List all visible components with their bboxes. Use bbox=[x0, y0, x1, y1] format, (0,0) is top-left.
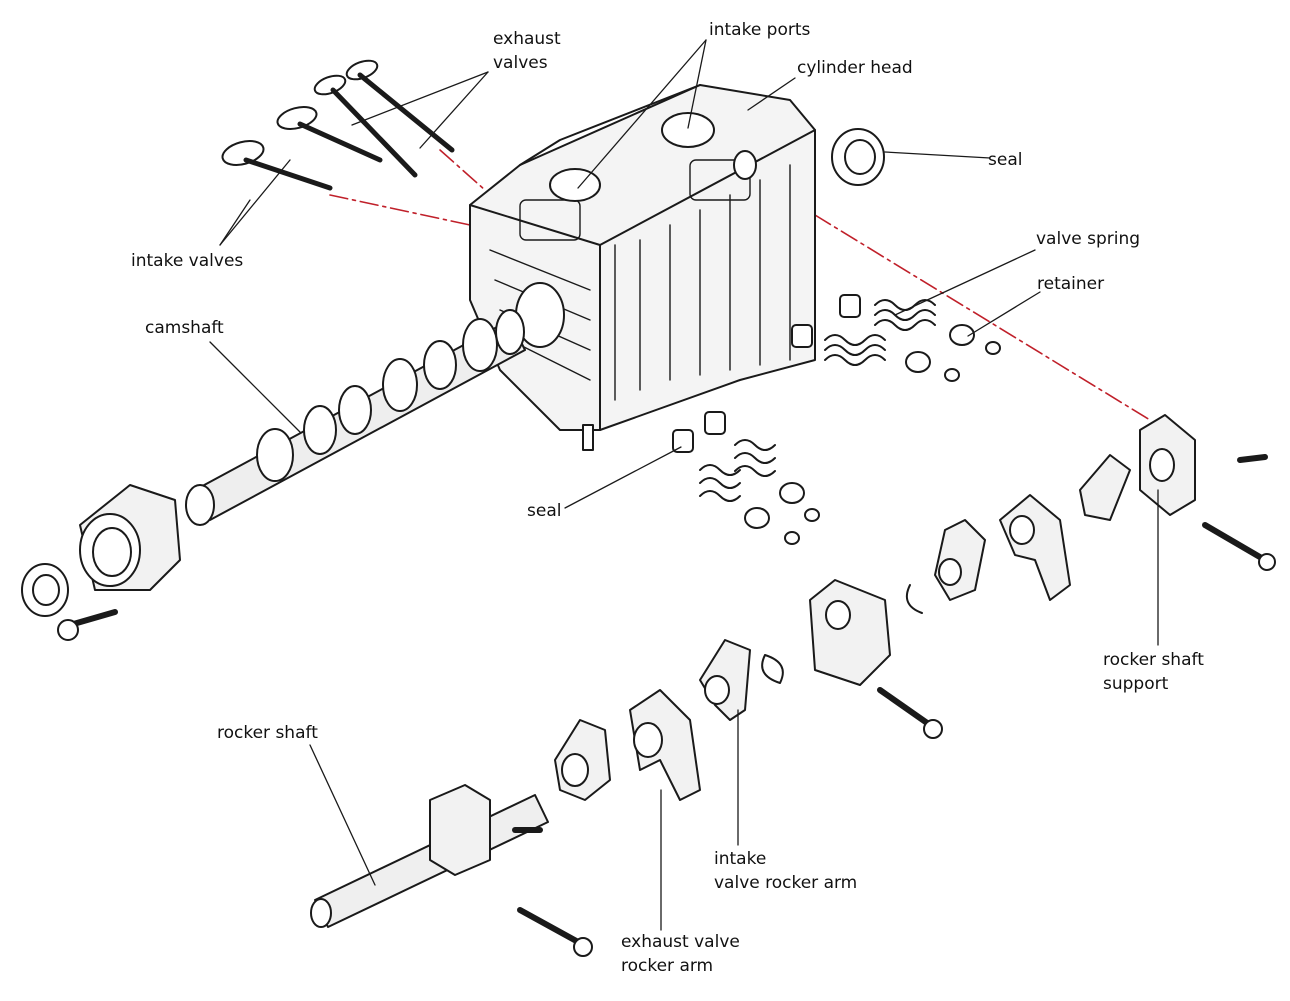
label-valve-spring: valve spring bbox=[1036, 229, 1141, 249]
camshaft-front-housing bbox=[79, 484, 181, 591]
seal-front bbox=[21, 563, 69, 617]
label-intake-valves: intake valves bbox=[131, 251, 244, 271]
label-exhaust-valve-rocker-arm-line1: exhaust valve bbox=[621, 932, 740, 952]
label-rocker-shaft-support-line2: support bbox=[1103, 674, 1169, 694]
label-camshaft: camshaft bbox=[145, 318, 224, 338]
seal-top bbox=[831, 128, 885, 186]
label-exhaust-valves: exhaust valves bbox=[493, 27, 561, 75]
label-exhaust-valve-rocker-arm: exhaust valve rocker arm bbox=[621, 930, 740, 978]
label-retainer: retainer bbox=[1037, 274, 1105, 294]
front-bolt bbox=[57, 609, 118, 641]
valve-springs-lower bbox=[672, 411, 820, 545]
label-rocker-shaft: rocker shaft bbox=[217, 723, 318, 743]
label-rocker-shaft-support-line1: rocker shaft bbox=[1103, 650, 1204, 670]
label-cylinder-head: cylinder head bbox=[797, 58, 913, 78]
intake-valves bbox=[221, 106, 383, 191]
cylinder-head-block bbox=[469, 84, 816, 451]
label-exhaust-valves-line1: exhaust bbox=[493, 29, 561, 49]
rocker-shaft-support-middle bbox=[809, 579, 943, 739]
leader-lines bbox=[209, 39, 1159, 931]
label-intake-valve-rocker-arm-line1: intake bbox=[714, 849, 767, 869]
label-exhaust-valves-line2: valves bbox=[493, 53, 548, 73]
camshaft bbox=[185, 309, 526, 526]
rocker-shaft bbox=[310, 784, 593, 957]
label-intake-valve-rocker-arm-line2: valve rocker arm bbox=[714, 873, 858, 893]
exhaust-valves bbox=[313, 59, 455, 178]
alignment-centerlines bbox=[329, 149, 1151, 421]
rocker-arms-lower bbox=[554, 639, 784, 801]
label-seal-mid: seal bbox=[527, 501, 562, 521]
valve-springs-upper bbox=[791, 294, 1001, 382]
label-seal-top: seal bbox=[988, 150, 1023, 170]
label-exhaust-valve-rocker-arm-line2: rocker arm bbox=[621, 956, 714, 976]
label-intake-valve-rocker-arm: intake valve rocker arm bbox=[714, 847, 857, 895]
rocker-arms-upper bbox=[906, 454, 1131, 614]
label-rocker-shaft-support: rocker shaft support bbox=[1103, 648, 1204, 696]
rocker-shaft-support bbox=[1139, 414, 1276, 571]
label-intake-ports: intake ports bbox=[709, 20, 811, 40]
